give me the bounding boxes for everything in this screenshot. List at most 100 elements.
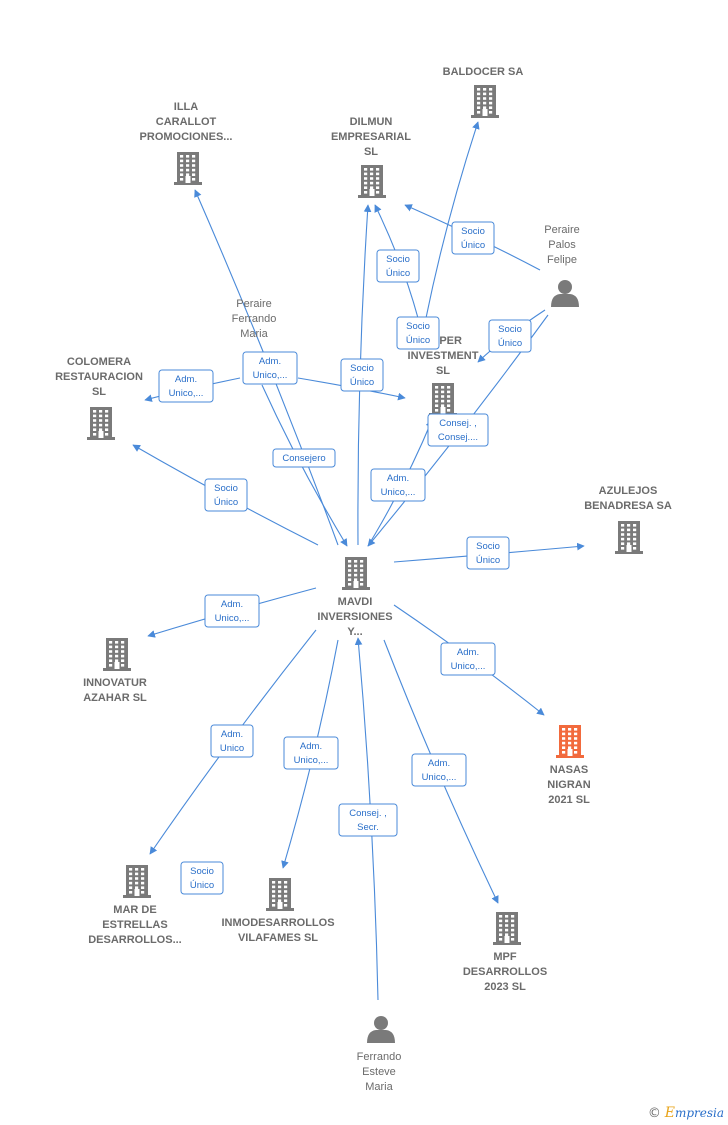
node-label: DESARROLLOS... [88,934,182,946]
edge-label-text: Único [476,555,500,566]
edge-label-text: Socio [461,226,485,237]
edge-labels-layer: SocioÚnicoAdm.Unico,...SocioÚnicoSocioÚn… [158,221,532,895]
edge-label-text: Socio [476,541,500,552]
building-icon [174,152,202,185]
node-label: ESTRELLAS [102,919,167,931]
node-label: 2023 SL [484,981,526,993]
building-icon [266,878,294,911]
edge-label-box [376,249,420,283]
edge-label-text: Único [386,268,410,279]
edge-label-box [283,736,339,770]
node-label: Palos [548,239,576,251]
building-icon [342,557,370,590]
edge-label-box [440,642,496,676]
node-illa[interactable]: ILLA CARALLOT PROMOCIONES... [140,101,233,185]
edge-label-text: Único [350,377,374,388]
edge-label-text: Socio [214,483,238,494]
node-mavdi[interactable]: MAVDIINVERSIONESY... [317,557,393,638]
node-label: SL [92,386,106,398]
node-baldocer[interactable]: BALDOCER SA [443,66,524,118]
edge-mavdi-to-baldocer [425,121,480,319]
edge-label-text: Adm. [387,473,409,484]
node-label: CARALLOT [156,116,217,128]
node-label: DESARROLLOS [463,966,547,978]
node-label: SL [436,365,450,377]
edge-label-text: Socio [386,254,410,265]
edge-label-text: Consejero [282,453,325,464]
node-label: MAR DE [113,904,156,916]
node-label: Ferrando [232,313,277,325]
node-label: SL [364,146,378,158]
edge-label-peraire_maria-to-colomera: Adm.Unico,... [158,369,214,403]
node-label: Esteve [362,1066,396,1078]
node-innovatur[interactable]: INNOVATUR AZAHAR SL [83,638,147,704]
edge-label-box [411,753,467,787]
node-label: VILAFAMES SL [238,932,318,944]
brand-watermark: © Empresia [648,1105,724,1121]
node-label: BENADRESA SA [584,500,672,512]
node-label: INVESTMENT [408,350,479,362]
edge-label-text: Unico,... [215,613,250,624]
edge-label-peraire_felipe-to-mavdi: Consej. ,Consej.... [427,413,489,447]
edge-label-box [210,724,254,758]
edge-label-mavdi-to-mpf: Adm. Unico,... [411,753,467,787]
node-inmodes[interactable]: INMODESARROLLOS VILAFAMES SL [221,878,335,944]
node-label: AZAHAR SL [83,692,147,704]
building-icon [615,521,643,554]
building-icon [493,912,521,945]
edge-label-box [396,316,440,350]
edge-label-box [451,221,495,255]
node-label: ILLA [174,101,198,113]
edge-label-text: Consej. , [439,418,477,429]
building-icon [471,85,499,118]
person-icon [367,1016,395,1043]
edge-label-text: Unico,... [451,661,486,672]
node-label: 2021 SL [548,794,590,806]
node-label: INNOVATUR [83,677,147,689]
edge-label-text: Unico,... [169,388,204,399]
edge-label-text: Adm. [428,758,450,769]
node-label: Y... [347,626,362,638]
node-label: BALDOCER SA [443,66,524,78]
building-icon [123,865,151,898]
node-label: EMPRESARIAL [331,131,411,143]
node-mar[interactable]: MAR DE ESTRELLAS DESARROLLOS... [88,865,182,946]
edge-label-text: Único [498,338,522,349]
edge-label-text: Adm. [259,356,281,367]
edge-label-text: Único [406,335,430,346]
edge-label-text: Unico,... [422,772,457,783]
edge-label-text: Adm. [300,741,322,752]
edge-label-text: Socio [498,324,522,335]
edge-label-text: Adm. [221,729,243,740]
node-label: INMODESARROLLOS [221,917,334,929]
edge-label-box [204,594,260,628]
edge-label-box [370,468,426,502]
edge-label-box [204,478,248,512]
edge-label-box [338,803,398,837]
node-label: PROMOCIONES... [140,131,233,143]
building-icon [556,725,584,758]
node-label: Felipe [547,254,577,266]
edge-label-text: Socio [406,321,430,332]
edge-label-box [242,351,298,385]
edge-label-box [180,861,224,895]
brand-name: mpresia [674,1106,724,1120]
building-icon [358,165,386,198]
node-label: MAVDI [338,596,373,608]
building-icon [103,638,131,671]
